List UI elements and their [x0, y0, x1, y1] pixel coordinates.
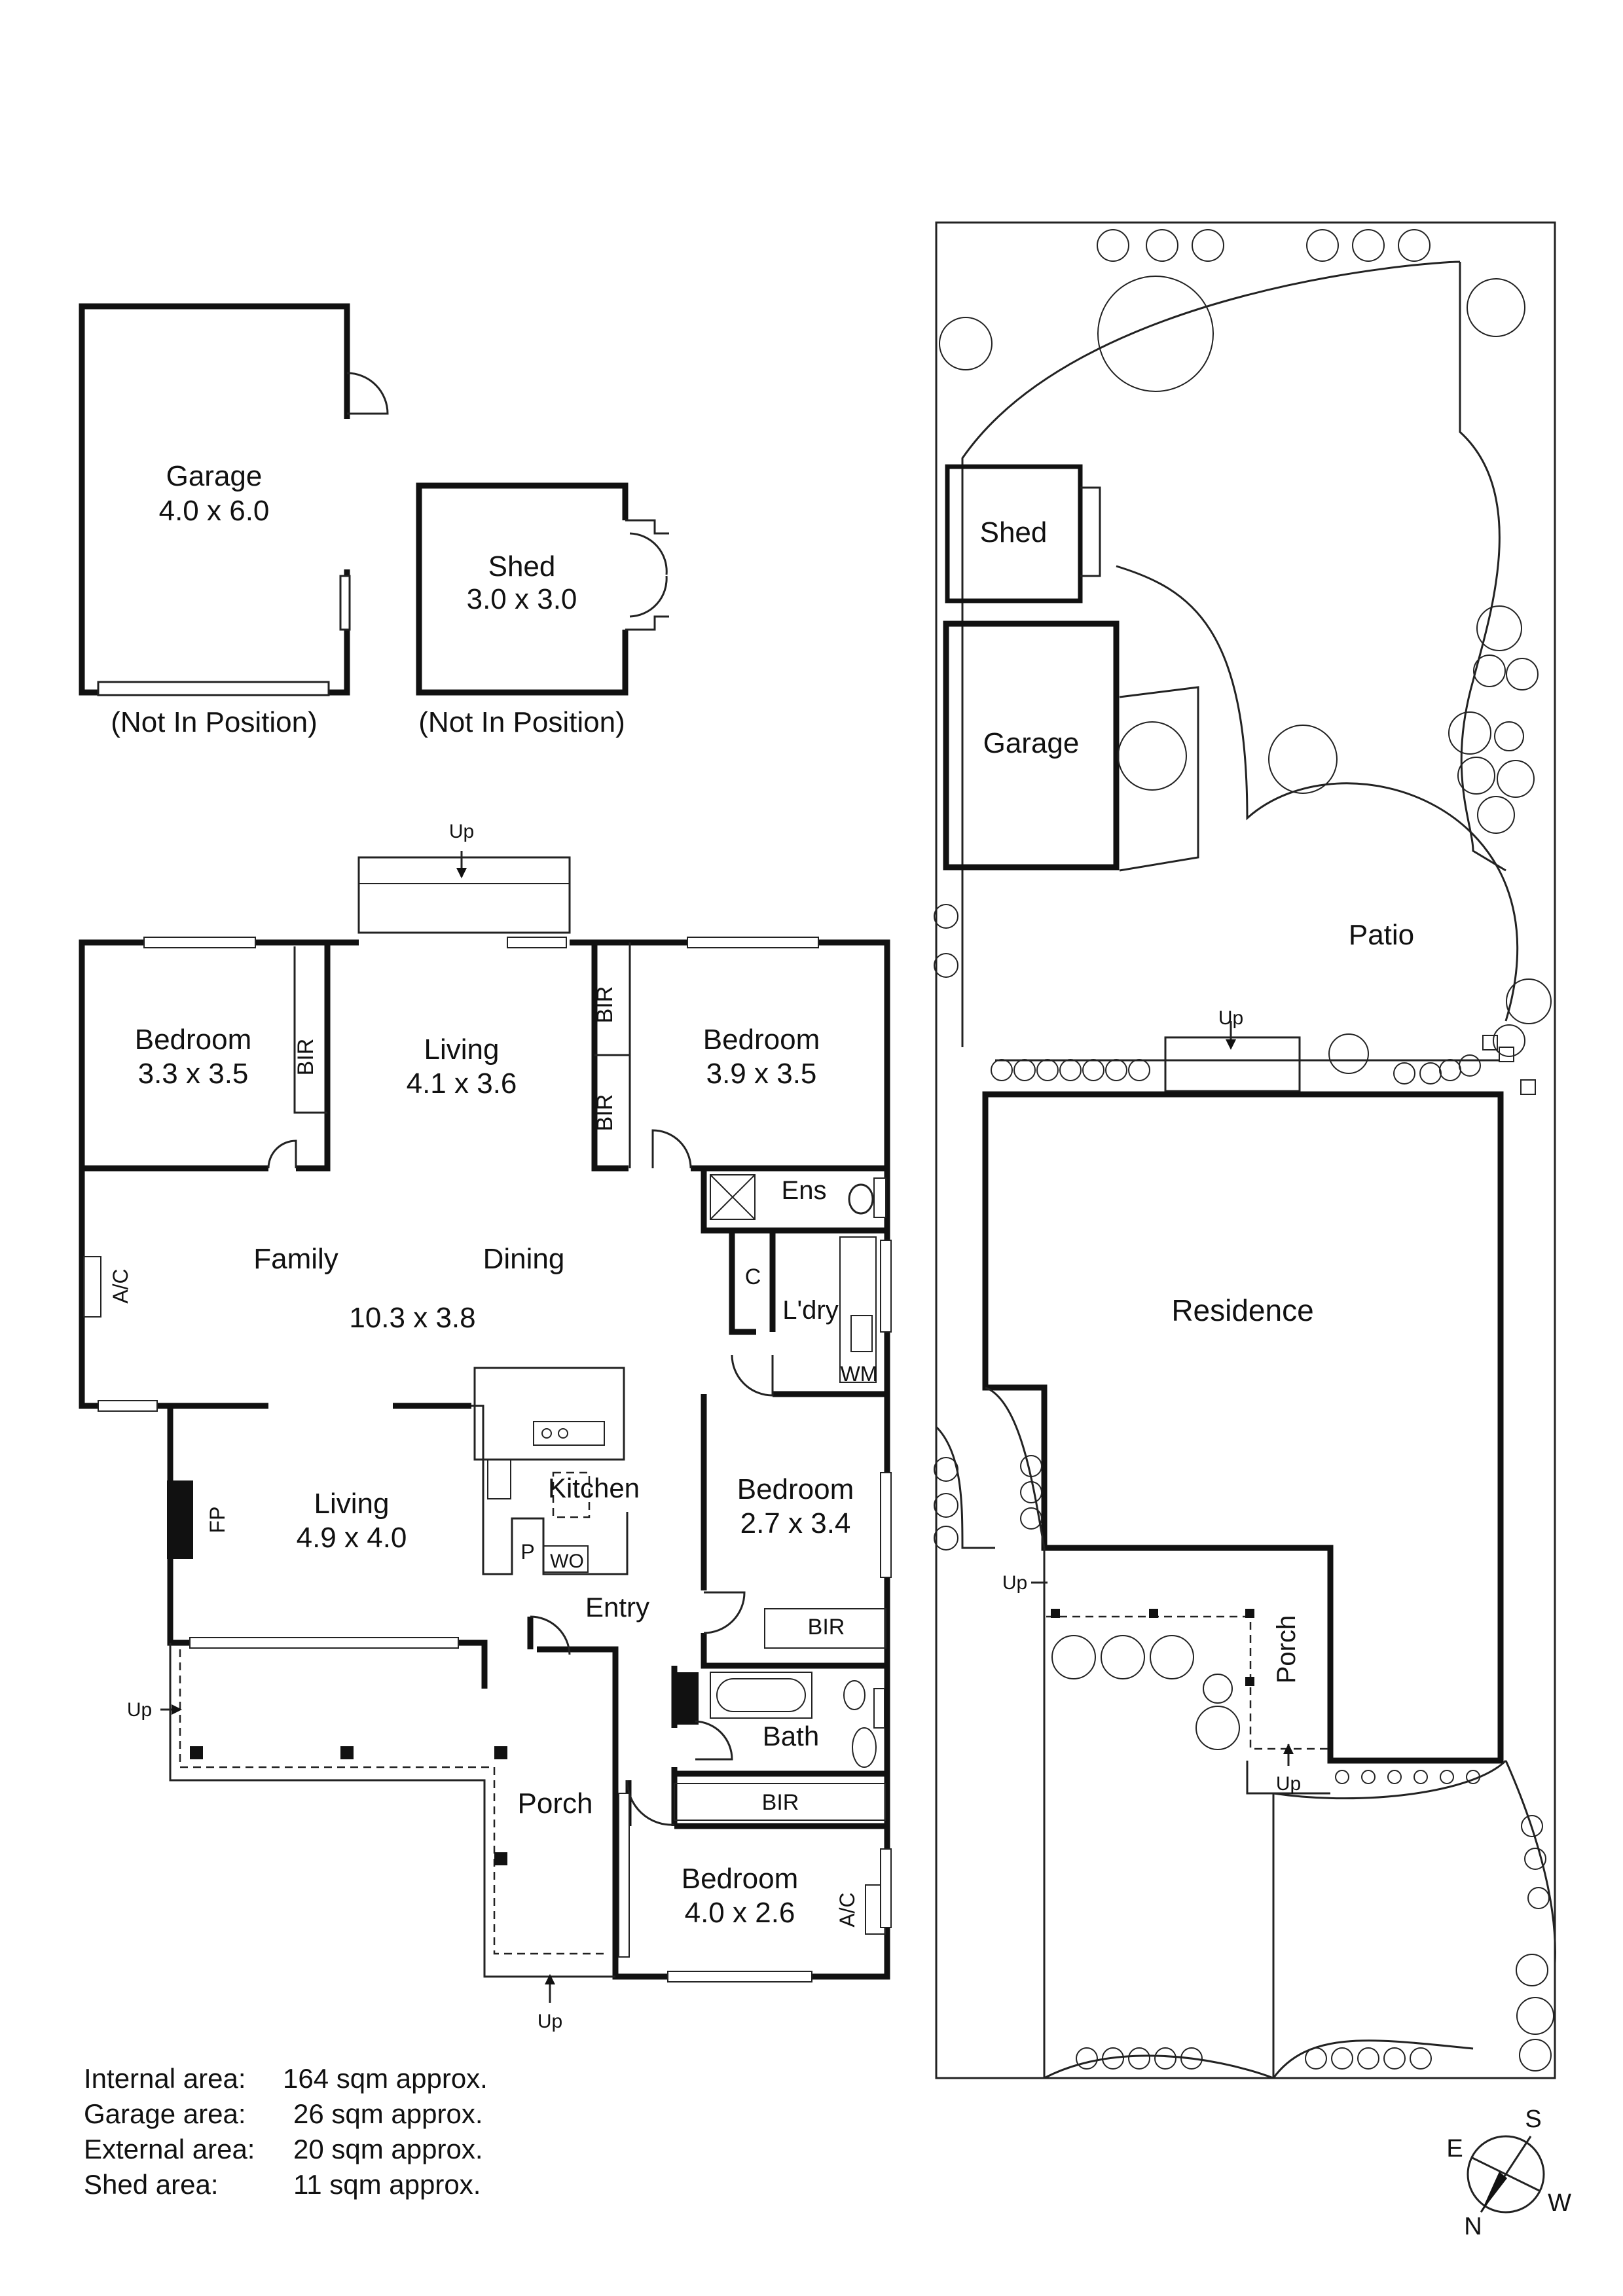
kitchen-label: Kitchen [548, 1473, 640, 1503]
bedroom-3-dims: 2.7 x 3.4 [740, 1507, 851, 1539]
bir-label-bed1: BIR [293, 1039, 318, 1076]
pantry-label: P [520, 1540, 534, 1564]
wm-label: WM [841, 1362, 878, 1386]
living-2-dims: 4.9 x 4.0 [297, 1522, 407, 1554]
bir-label-bed3: BIR [808, 1615, 845, 1640]
entry-label: Entry [585, 1592, 649, 1623]
ac-label-family: A/C [109, 1268, 132, 1303]
area-label-external: External area: [84, 2134, 255, 2164]
bir-label-bed2-bottom: BIR [593, 1094, 617, 1132]
laundry-label: L'dry [782, 1296, 838, 1325]
shed-note: (Not In Position) [418, 706, 625, 738]
up-label-rear: Up [449, 821, 474, 842]
living-1-label: Living [424, 1033, 500, 1066]
family-label: Family [253, 1243, 338, 1275]
porch-label: Porch [518, 1787, 593, 1820]
shrub-row [991, 1059, 1480, 2070]
ac-label-bed4: A/C [835, 1892, 859, 1927]
compass-n: N [1464, 2213, 1482, 2240]
site-porch-label: Porch [1272, 1615, 1301, 1684]
residence-label: Residence [1171, 1293, 1313, 1327]
cupboard-label: C [745, 1265, 761, 1289]
site-garage-label: Garage [983, 727, 1080, 759]
bedroom-2-label: Bedroom [703, 1024, 820, 1056]
detached-garage: Garage 4.0 x 6.0 (Not In Position) [79, 303, 389, 738]
garage-label: Garage [166, 460, 263, 492]
detached-shed: Shed 3.0 x 3.0 (Not In Position) [416, 482, 669, 738]
area-label-shed: Shed area: [84, 2169, 219, 2200]
site-up-label-porch: Up [1276, 1773, 1301, 1795]
compass-w: W [1548, 2189, 1571, 2217]
bath-label: Bath [763, 1721, 819, 1751]
wo-label: WO [550, 1551, 584, 1572]
dining-label: Dining [483, 1243, 565, 1275]
area-label-internal: Internal area: [84, 2063, 246, 2094]
site-shed-label: Shed [980, 516, 1048, 548]
up-label-porch-front: Up [538, 2011, 562, 2032]
compass-icon: S E W N [1446, 2106, 1571, 2240]
up-label-porch-west: Up [127, 1699, 152, 1721]
main-floor-plan: Up [79, 821, 892, 2032]
area-value-internal: 164 sqm approx. [283, 2063, 488, 2094]
area-notes: Internal area: 164 sqm approx. Garage ar… [84, 2063, 488, 2200]
area-label-garage: Garage area: [84, 2098, 246, 2129]
living-1-dims: 4.1 x 3.6 [407, 1067, 517, 1100]
living-2-label: Living [314, 1488, 390, 1520]
shed-label: Shed [488, 550, 556, 583]
bedroom-4-label: Bedroom [682, 1863, 799, 1895]
bedroom-2-dims: 3.9 x 3.5 [706, 1058, 817, 1090]
site-up-label-side: Up [1002, 1572, 1027, 1594]
bedroom-1-dims: 3.3 x 3.5 [138, 1058, 249, 1090]
fireplace-label: FP [206, 1507, 229, 1534]
area-value-external: 20 sqm approx. [293, 2134, 483, 2164]
compass-s: S [1525, 2106, 1541, 2133]
family-dining-dims: 10.3 x 3.8 [349, 1302, 475, 1334]
shed-dims: 3.0 x 3.0 [467, 583, 577, 615]
patio-label: Patio [1349, 919, 1414, 951]
bir-label-bed4: BIR [762, 1790, 799, 1815]
compass-e: E [1446, 2135, 1463, 2162]
area-value-garage: 26 sqm approx. [293, 2098, 483, 2129]
bir-label-bed2-top: BIR [593, 986, 617, 1024]
site-up-label-patio: Up [1218, 1007, 1243, 1029]
bedroom-4-dims: 4.0 x 2.6 [685, 1897, 795, 1929]
ensuite-label: Ens [782, 1176, 827, 1205]
bedroom-1-label: Bedroom [135, 1024, 252, 1056]
garage-note: (Not In Position) [111, 706, 317, 738]
garage-dims: 4.0 x 6.0 [159, 495, 270, 527]
area-value-shed: 11 sqm approx. [293, 2169, 481, 2200]
bedroom-3-label: Bedroom [737, 1473, 854, 1505]
trees [934, 229, 1554, 2072]
site-plan: Shed Garage Patio Up Residence Porch Up … [934, 221, 1556, 2079]
